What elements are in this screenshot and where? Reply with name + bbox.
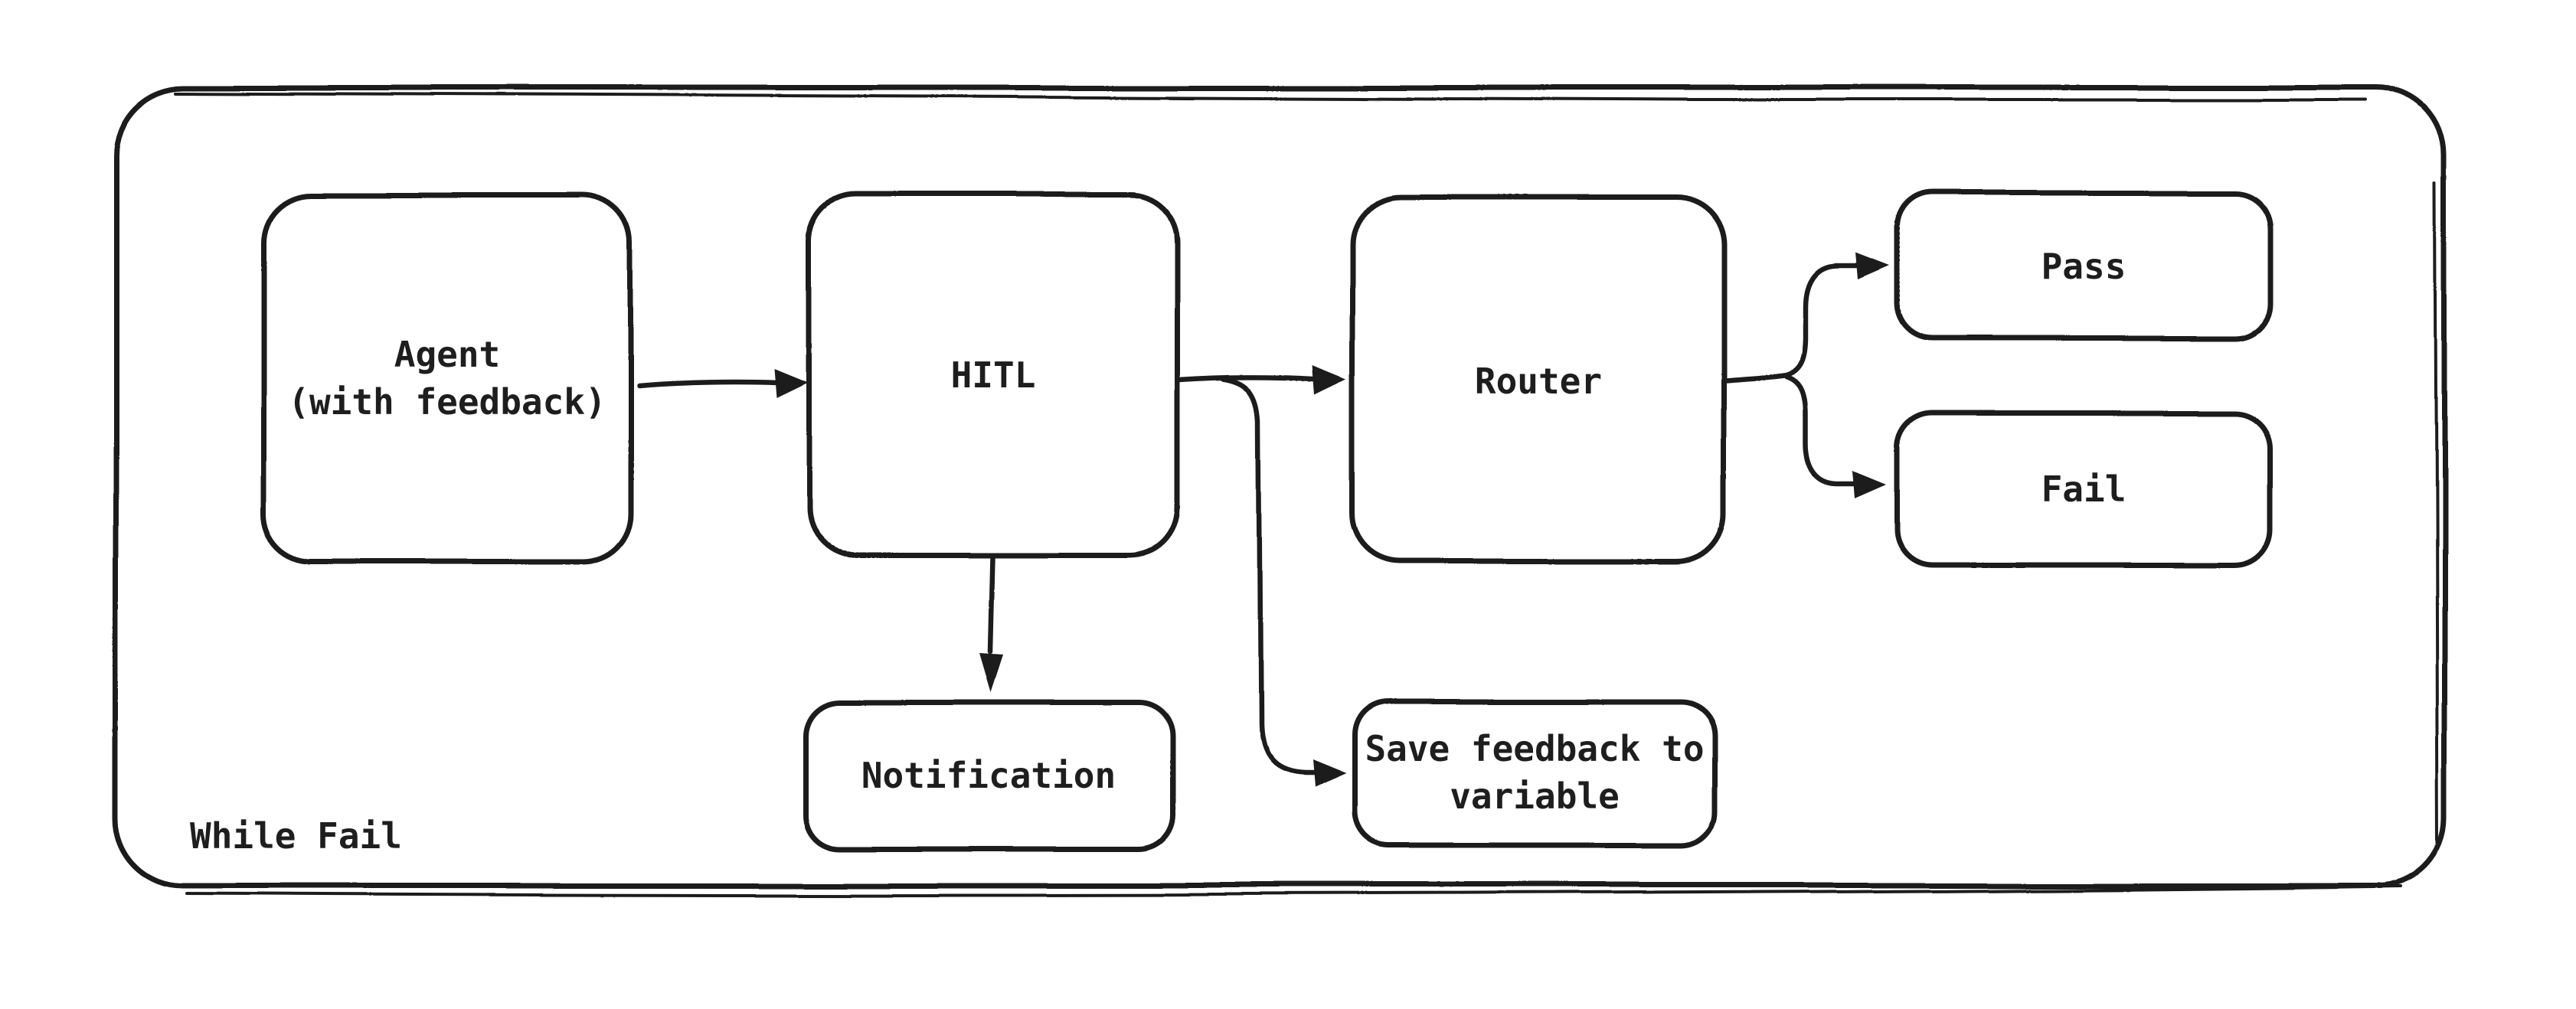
node-save-feedback-label-line1: Save feedback to — [1365, 728, 1704, 769]
diagram-shapes-layer — [113, 85, 2447, 896]
edge-branch-save-feedback-line — [1221, 376, 1316, 777]
node-pass-box — [1894, 191, 2274, 342]
arrowhead-save-feedback — [1312, 761, 1345, 789]
node-router-box — [1350, 194, 1727, 564]
node-fail-label: Fail — [2042, 469, 2127, 510]
diagram-labels-layer: Agent (with feedback) HITL Router Pass F… — [190, 246, 2126, 857]
edge-router-fork — [1723, 253, 1889, 499]
arrowhead-hitl-router — [1313, 365, 1347, 394]
while-fail-container-box — [113, 85, 2447, 888]
edge-branch-save-feedback — [1221, 376, 1345, 789]
node-agent-label-line2: (with feedback) — [288, 381, 606, 423]
node-save-feedback-box — [1351, 699, 1718, 849]
node-notification-box — [803, 700, 1175, 851]
edge-router-fork-stub — [1723, 372, 1790, 384]
arrowhead-pass — [1855, 253, 1889, 280]
container-top-sketch-stroke — [175, 92, 2368, 103]
node-pass-label: Pass — [2042, 246, 2127, 287]
node-notification-label: Notification — [861, 755, 1116, 796]
node-fail-box — [1894, 410, 2274, 568]
edge-hitl-router — [1176, 365, 1347, 394]
node-agent-box — [260, 192, 633, 565]
edge-router-fail-line — [1783, 374, 1856, 488]
container-bottom-sketch-stroke — [186, 884, 2402, 896]
container-right-sketch-stroke — [2434, 182, 2439, 847]
node-hitl-label: HITL — [951, 354, 1036, 396]
arrowhead-agent-hitl — [775, 369, 809, 398]
arrowhead-notification — [980, 654, 1004, 693]
arrowhead-fail — [1852, 472, 1886, 499]
node-router-label: Router — [1475, 361, 1602, 402]
edge-agent-hitl-line — [636, 379, 781, 389]
edge-agent-hitl — [636, 369, 809, 398]
edge-hitl-notification — [980, 555, 1004, 693]
edge-hitl-router-line — [1176, 374, 1317, 383]
edge-router-pass-line — [1783, 263, 1859, 378]
while-fail-container-label: While Fail — [190, 815, 402, 857]
edge-hitl-notification-line — [988, 555, 996, 655]
node-save-feedback-label-line2: variable — [1450, 776, 1620, 817]
node-agent-label-line1: Agent — [394, 334, 500, 375]
